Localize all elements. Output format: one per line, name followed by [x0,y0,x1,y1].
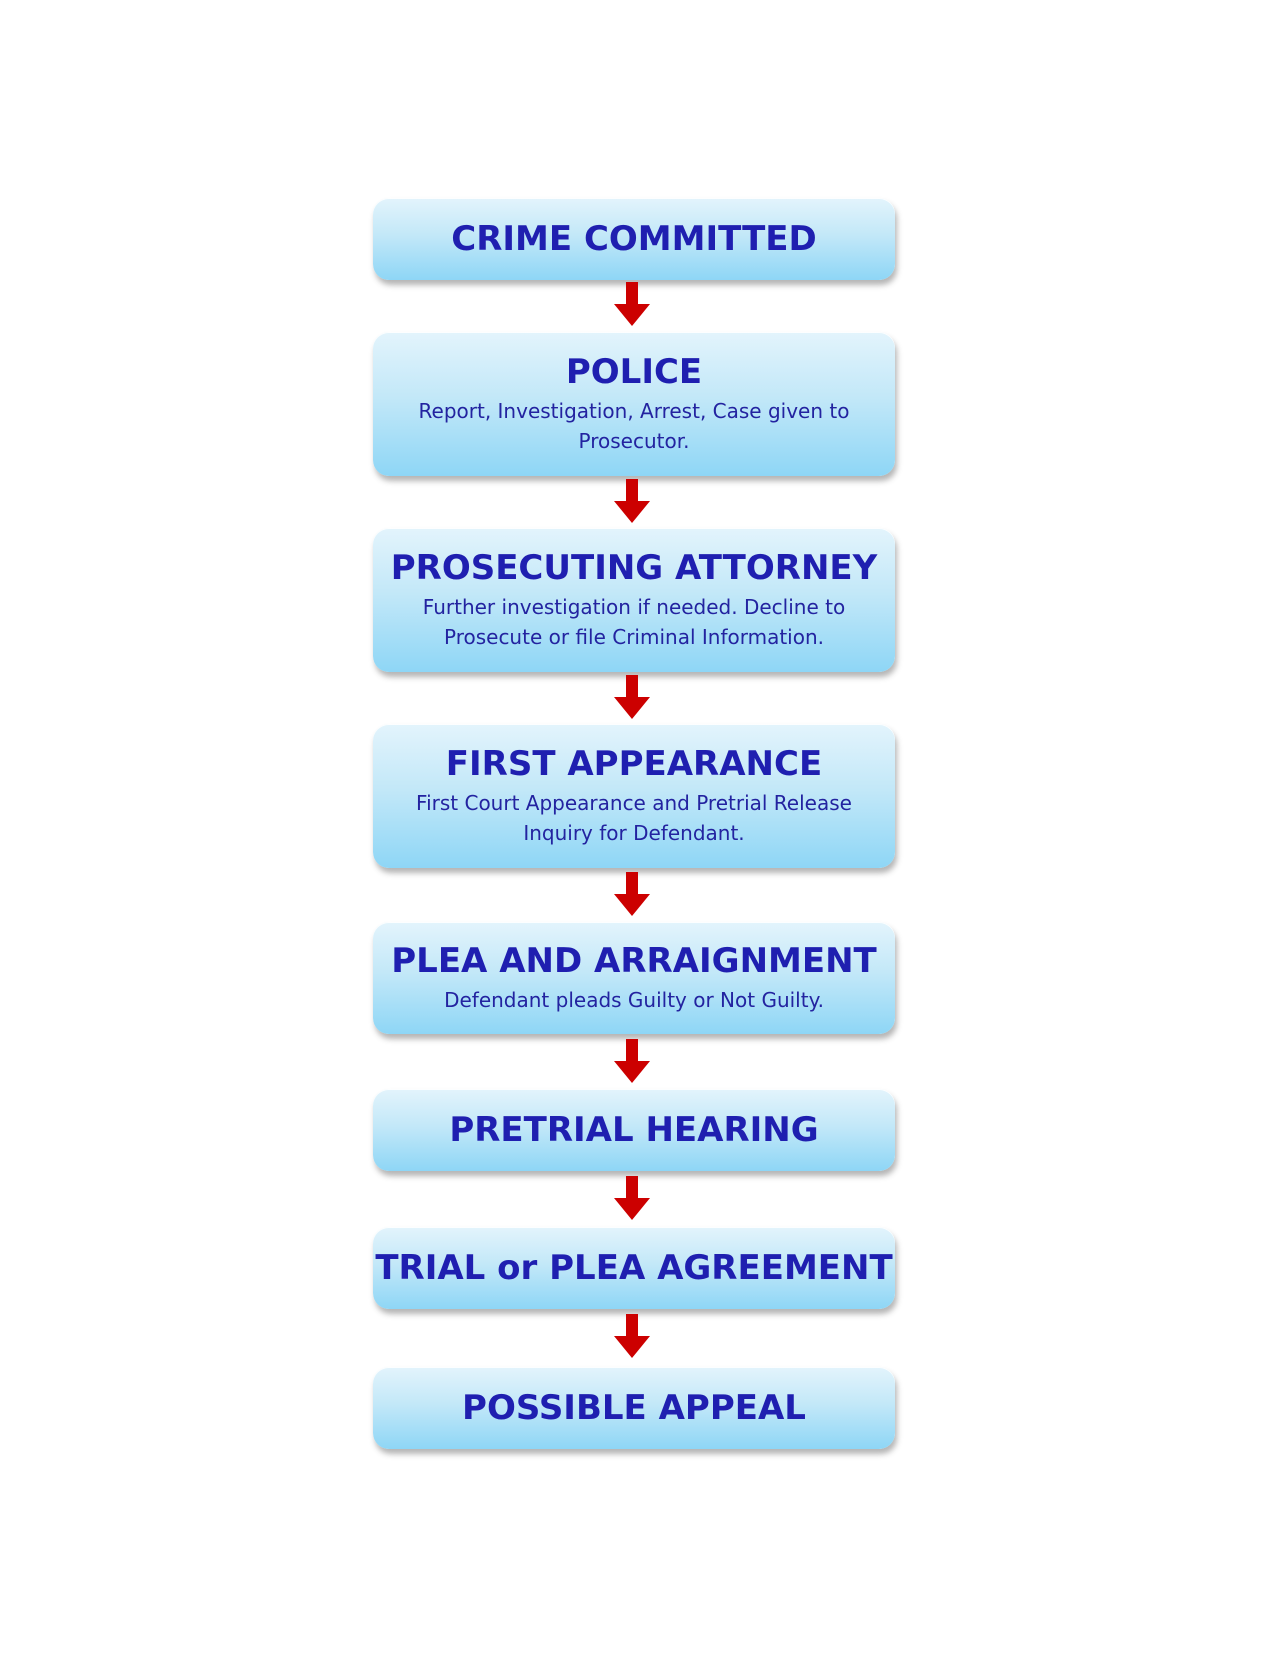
step-possible-appeal: POSSIBLE APPEAL [373,1367,895,1449]
step-trial-or-plea-agreement: TRIAL or PLEA AGREEMENT [373,1227,895,1309]
step-crime-committed: CRIME COMMITTED [373,198,895,280]
step-pretrial-hearing: PRETRIAL HEARING [373,1089,895,1171]
down-arrow-icon [614,1176,650,1220]
step-title: TRIAL or PLEA AGREEMENT [375,1248,893,1288]
step-title: PROSECUTING ATTORNEY [390,548,878,588]
step-description: Defendant pleads Guilty or Not Guilty. [444,988,824,1012]
step-description: Further investigation if needed. Decline… [422,595,846,649]
down-arrow-icon [614,282,650,326]
step-title: PLEA AND ARRAIGNMENT [391,941,877,981]
down-arrow-icon [614,872,650,916]
step-plea-and-arraignment: PLEA AND ARRAIGNMENT Defendant pleads Gu… [373,922,895,1034]
step-title: CRIME COMMITTED [451,219,817,259]
step-police: POLICE Report, Investigation, Arrest, Ca… [373,332,895,476]
down-arrow-icon [614,675,650,719]
step-title: FIRST APPEARANCE [445,744,823,784]
step-description: First Court Appearance and Pretrial Rele… [416,791,852,845]
step-description: Report, Investigation, Arrest, Case give… [418,399,850,453]
step-prosecuting-attorney: PROSECUTING ATTORNEY Further investigati… [373,528,895,672]
step-title: POSSIBLE APPEAL [462,1388,806,1428]
down-arrow-icon [614,1039,650,1083]
step-first-appearance: FIRST APPEARANCE First Court Appearance … [373,724,895,868]
step-title: PRETRIAL HEARING [449,1110,819,1150]
down-arrow-icon [614,479,650,523]
down-arrow-icon [614,1314,650,1358]
step-title: POLICE [565,352,703,392]
